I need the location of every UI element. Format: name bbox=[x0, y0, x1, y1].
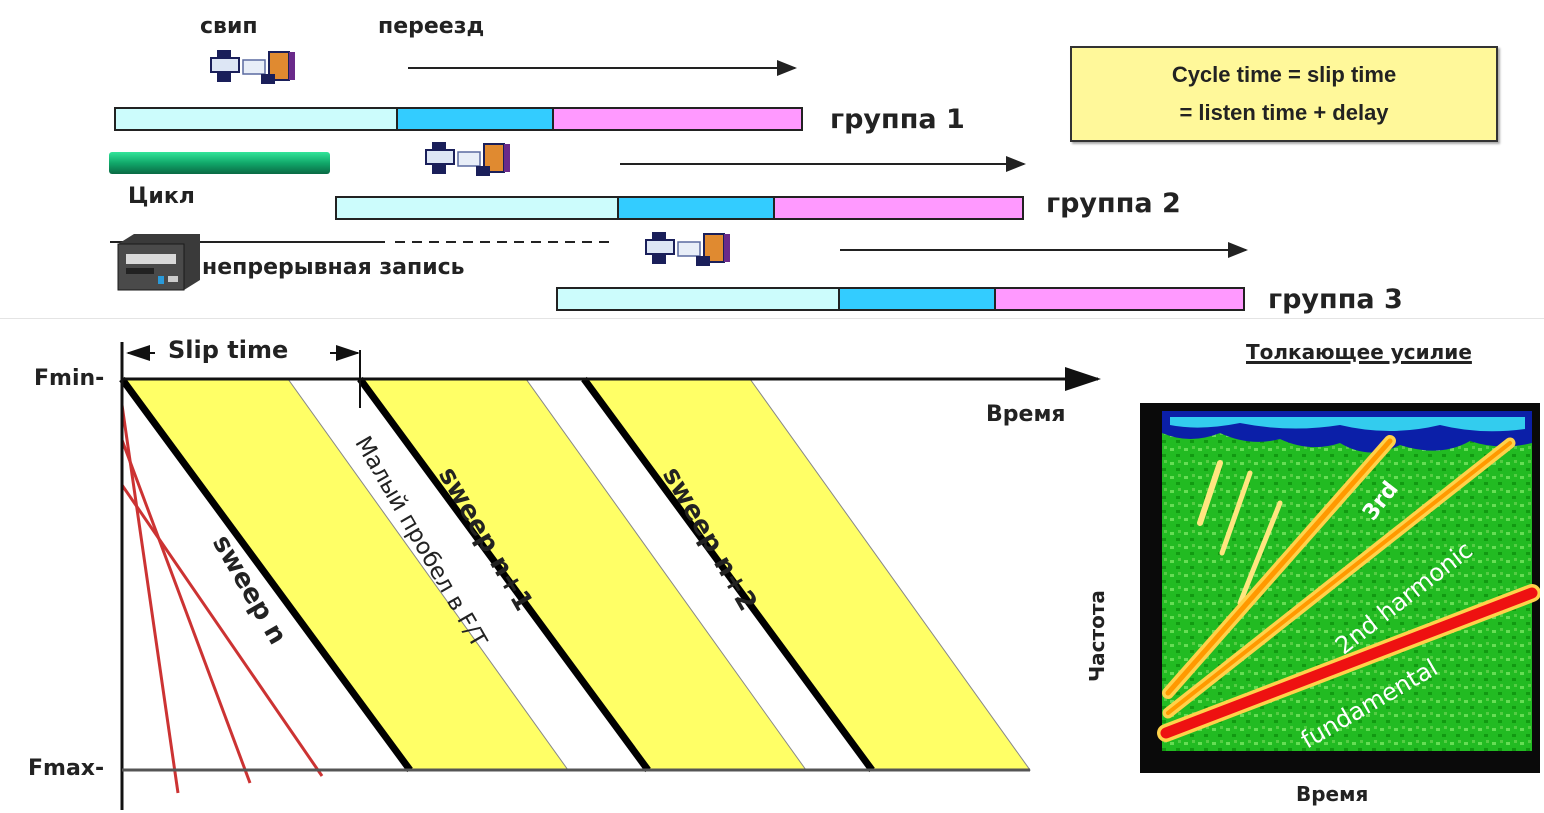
cycle-label: Цикл bbox=[128, 184, 195, 209]
spectrogram-ylabel: Частота bbox=[1085, 590, 1109, 682]
fmax-label: Fmax- bbox=[28, 756, 105, 781]
slip-time-label: Slip time bbox=[168, 336, 289, 364]
continuous-recording-label: непрерывная запись bbox=[202, 255, 465, 280]
timeline-graphics bbox=[109, 50, 1248, 311]
group-3-label: группа 3 bbox=[1268, 284, 1403, 315]
spectrogram-xlabel: Время bbox=[1296, 782, 1369, 806]
spectrogram-image bbox=[1140, 403, 1540, 773]
cycle-bar bbox=[109, 152, 330, 174]
vibrator-truck-icon bbox=[645, 232, 730, 266]
recorder-icon bbox=[117, 234, 200, 291]
vibrator-truck-icon bbox=[425, 142, 510, 176]
sweep-label: свип bbox=[200, 14, 258, 39]
harmonic-line bbox=[120, 439, 252, 784]
spectrogram-title: Толкающее усилие bbox=[1246, 340, 1472, 364]
cycle-time-line-2: = listen time + delay bbox=[1179, 100, 1389, 125]
group-2-move-segment bbox=[773, 196, 1024, 220]
cycle-time-box: Cycle time = slip time = listen time + d… bbox=[1070, 46, 1498, 142]
move-label: переезд bbox=[378, 14, 485, 39]
sweep-leading-edge-0 bbox=[119, 376, 413, 773]
vibrator-truck-icon bbox=[210, 50, 295, 84]
section-divider bbox=[0, 318, 1544, 319]
harmonic-line bbox=[120, 484, 324, 777]
group-1-label: группа 1 bbox=[830, 104, 965, 135]
group-3-move-segment bbox=[994, 287, 1245, 311]
fmin-label: Fmin- bbox=[34, 366, 105, 391]
time-axis-label: Время bbox=[986, 402, 1066, 427]
sweep-leading-edge-1 bbox=[357, 376, 651, 773]
sweep-leading-edge-2 bbox=[581, 376, 875, 773]
group-1-move-segment bbox=[552, 107, 803, 131]
group-2-label: группа 2 bbox=[1046, 188, 1181, 219]
harmonic-line bbox=[120, 404, 180, 794]
cycle-time-line-1: Cycle time = slip time bbox=[1171, 62, 1397, 87]
